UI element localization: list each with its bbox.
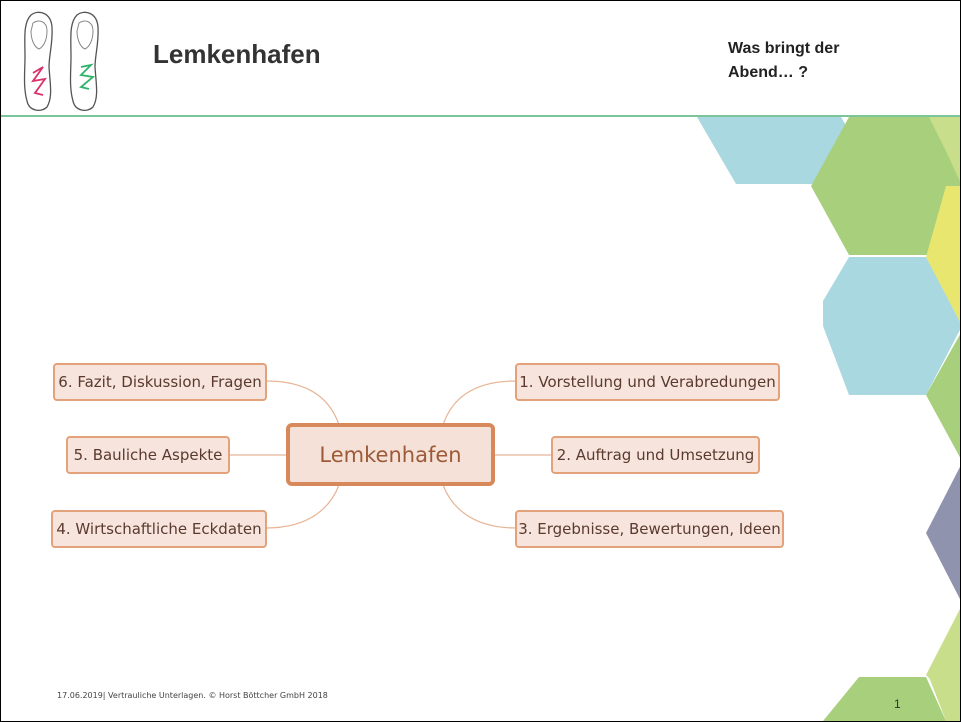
connector-1 — [442, 380, 517, 426]
hexagon-blue-middle — [823, 257, 960, 395]
hexagon-lightgreen-bottom — [929, 677, 960, 721]
mindmap-center-node: Lemkenhafen — [286, 423, 495, 486]
mindmap-node-6: 6. Fazit, Diskussion, Fragen — [53, 363, 267, 401]
mindmap-node-5: 5. Bauliche Aspekte — [66, 436, 230, 474]
mindmap-node-1: 1. Vorstellung und Verabredungen — [515, 363, 780, 401]
page-subtitle: Was bringt der Abend… ? — [728, 40, 840, 81]
page-number: 1 — [894, 697, 901, 711]
hexagon-green-middle — [926, 334, 960, 458]
mindmap-node-3: 3. Ergebnisse, Bewertungen, Ideen — [515, 510, 784, 548]
hexagon-lightgreen-topright — [929, 117, 960, 182]
mindmap-node-2: 2. Auftrag und Umsetzung — [551, 436, 760, 474]
shoes-logo — [23, 11, 99, 112]
hexagon-gray — [926, 466, 960, 600]
mindmap-node-4: 4. Wirtschaftliche Eckdaten — [51, 510, 267, 548]
hexagon-green-top — [811, 117, 960, 255]
hexagon-blue-top — [697, 117, 861, 184]
footer-text: 17.06.2019| Vertrauliche Unterlagen. © H… — [57, 691, 328, 700]
hexagon-green-bottom — [823, 677, 946, 721]
page-title: Lemkenhafen — [153, 39, 321, 69]
header-divider — [1, 115, 960, 117]
connector-6 — [265, 380, 340, 426]
hexagon-yellow — [926, 186, 960, 327]
connector-4 — [265, 484, 340, 529]
connector-3 — [442, 484, 517, 529]
